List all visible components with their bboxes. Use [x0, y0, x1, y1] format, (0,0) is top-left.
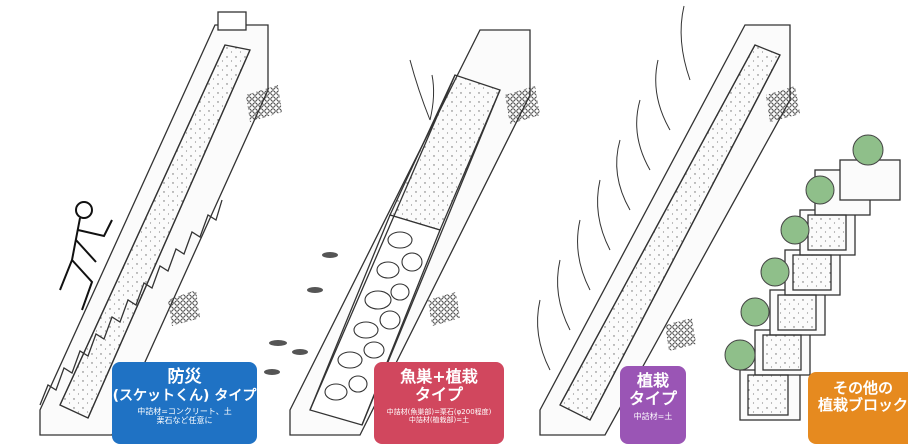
disaster-type-label: 防災 (スケットくん) タイプ 中詰材=コンクリート、土 栗石など任意に	[112, 362, 257, 444]
willow-shoots-planting	[537, 5, 691, 371]
disaster-type-note: 中詰材=コンクリート、土 栗石など任意に	[137, 406, 232, 426]
river-stones	[324, 231, 423, 401]
planting-type-note: 中詰材=土	[633, 411, 673, 421]
disaster-type-title: 防災	[167, 367, 202, 387]
other-planting-subtitle: 植栽ブロック	[817, 396, 908, 415]
disaster-type-subtitle: (スケットくん) タイプ	[112, 387, 257, 404]
climber-figure	[59, 201, 113, 311]
shrubs	[724, 134, 884, 371]
other-planting-title: その他の	[832, 379, 893, 397]
disaster-type-wall	[39, 11, 282, 436]
planting-type-subtitle: タイプ	[628, 389, 677, 409]
planting-type-label: 植栽 タイプ 中詰材=土	[620, 366, 686, 444]
planting-type-title: 植栽	[636, 371, 669, 390]
fish-nest-type-subtitle: タイプ	[414, 385, 463, 405]
fish-nest-type-title: 魚巣+植栽	[400, 367, 478, 386]
other-planting-block-label: その他の 植栽ブロック	[808, 372, 908, 444]
fish-nest-type-note: 中詰材(魚巣部)=栗石(φ200程度) 中詰材(植栽部)=土	[386, 407, 492, 425]
stepped-planting-blocks	[739, 159, 901, 421]
planting-wall	[539, 24, 800, 436]
willow-shoots-fish	[409, 59, 435, 121]
fish-icons	[264, 252, 338, 375]
fish-nest-type-label: 魚巣+植栽 タイプ 中詰材(魚巣部)=栗石(φ200程度) 中詰材(植栽部)=土	[374, 362, 504, 444]
